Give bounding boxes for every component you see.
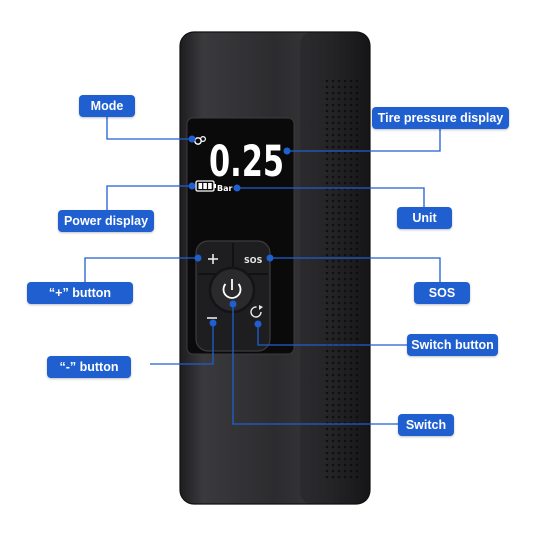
power-icon bbox=[222, 279, 242, 299]
power-button[interactable] bbox=[208, 266, 256, 314]
callout-mode: Mode bbox=[79, 95, 135, 117]
battery-icon bbox=[195, 180, 216, 192]
speaker-grille bbox=[322, 80, 362, 480]
leader-lines bbox=[84, 117, 441, 425]
leader-dots bbox=[188, 135, 291, 328]
sos-label: SOS bbox=[244, 256, 263, 265]
callout-switch-button: Switch button bbox=[407, 334, 498, 356]
plus-icon bbox=[208, 254, 218, 264]
switch-button[interactable] bbox=[250, 305, 263, 318]
switch-cycle-icon bbox=[250, 305, 263, 318]
callout-switch: Switch bbox=[398, 414, 454, 436]
plus-button[interactable] bbox=[208, 254, 218, 264]
sos-button[interactable]: SOS bbox=[244, 256, 263, 265]
callout-minus-button: “-” button bbox=[47, 356, 131, 378]
callout-tire-pressure-display: Tire pressure display bbox=[372, 107, 509, 129]
callout-plus-button: “+” button bbox=[27, 282, 133, 304]
pressure-reading: 0.25 bbox=[209, 137, 284, 187]
callout-unit: Unit bbox=[397, 207, 452, 229]
callout-sos: SOS bbox=[414, 282, 470, 304]
callout-power-display: Power display bbox=[58, 210, 154, 232]
unit-text: Bar bbox=[217, 184, 232, 193]
